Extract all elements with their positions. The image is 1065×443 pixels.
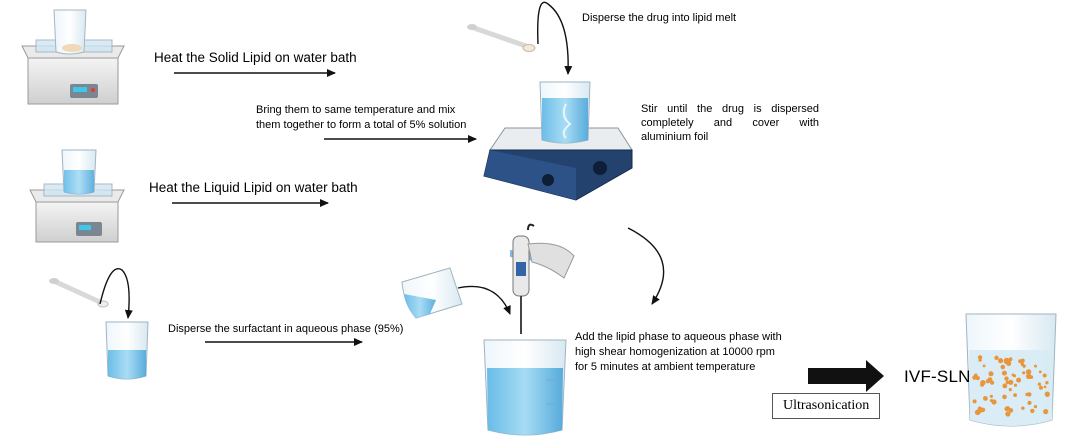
arrow-to-homogenization [627, 227, 665, 305]
lipid-particle [989, 394, 994, 398]
lipid-particle [1033, 405, 1038, 409]
label-product: IVF-SLN [904, 367, 971, 386]
lipid-particle [980, 382, 985, 387]
lipid-particle [1039, 385, 1043, 390]
lipid-particle [1005, 411, 1011, 417]
arrow-pour [457, 285, 511, 315]
label-heat-liquid: Heat the Liquid Lipid on water bath [149, 180, 358, 195]
lipid-particle [1008, 388, 1012, 392]
lipid-particle [1002, 383, 1008, 389]
lipid-particle [972, 375, 977, 380]
label-mix-line1: Bring them to same temperature and mix [256, 104, 456, 116]
lipid-particle [1003, 357, 1010, 364]
lipid-particle [1043, 409, 1049, 415]
label-mix-line2: them together to form a total of 5% solu… [256, 119, 467, 131]
lipid-particle [1042, 373, 1047, 378]
lipid-particle [1022, 371, 1026, 375]
label-disperse-surfactant: Disperse the surfactant in aqueous phase… [168, 323, 404, 335]
label-disperse-drug: Disperse the drug into lipid melt [582, 12, 737, 24]
lipid-particle [977, 355, 983, 360]
lipid-particle [975, 376, 980, 381]
lipid-particle [1022, 364, 1026, 368]
lipid-particle [1013, 393, 1017, 397]
lipid-particle [988, 371, 994, 377]
lipid-particle [994, 355, 999, 360]
lipid-particle [983, 396, 988, 401]
label-add-lipid-line1: Add the lipid phase to aqueous phase wit… [575, 331, 782, 343]
lipid-particle [1038, 370, 1042, 374]
lipid-particle [1030, 408, 1035, 414]
lipid-particle [972, 399, 977, 404]
beaker-icon [105, 321, 149, 380]
arrow-surfactant-into-beaker [99, 268, 133, 319]
lipid-particle [978, 358, 982, 362]
lipid-particle [1004, 376, 1009, 381]
arrow-ultrasonication [808, 360, 884, 392]
lipid-particle [1018, 359, 1023, 364]
label-heat-solid: Heat the Solid Lipid on water bath [154, 50, 357, 65]
lipid-particle [1011, 373, 1015, 377]
lipid-particle [1034, 364, 1037, 368]
lipid-particle [1000, 364, 1006, 370]
lipid-particle [980, 407, 986, 413]
lipid-particle [1016, 377, 1022, 383]
beaker-icon [483, 339, 567, 436]
beaker-icon [61, 149, 97, 195]
lipid-particle [998, 358, 1004, 364]
lipid-particle [1004, 406, 1010, 412]
lipid-particle [1001, 370, 1007, 376]
lipid-particle [1008, 379, 1014, 385]
lipid-particle [1005, 380, 1010, 385]
lipid-particle [982, 364, 986, 368]
lipid-particle [1008, 408, 1014, 413]
lipid-particles [972, 355, 1050, 417]
lipid-particle [1021, 406, 1025, 410]
lipid-particle [1013, 383, 1018, 387]
lipid-particle [1002, 394, 1007, 400]
ultrasonication-box: Ultrasonication [772, 393, 881, 419]
lipid-particle [991, 399, 997, 405]
lipid-particle [1026, 373, 1032, 379]
label-add-lipid-line3: for 5 minutes at ambient temperature [575, 361, 756, 373]
pouring-beaker-icon [401, 267, 463, 319]
lipid-particle [1043, 385, 1047, 389]
lipid-particle [987, 377, 993, 382]
beaker-icon [965, 313, 1057, 427]
lipid-particle [1037, 382, 1042, 386]
lipid-particle [1025, 392, 1029, 397]
lipid-particle [978, 409, 982, 414]
label-add-lipid-line2: high shear homogenization at 10000 rpm [575, 346, 775, 358]
lipid-particle [1025, 369, 1032, 375]
lipid-particle [1045, 381, 1049, 385]
lipid-particle [1045, 393, 1049, 398]
spatula-icon [467, 24, 536, 52]
homogenizer-icon [512, 223, 575, 334]
lipid-particle [1027, 400, 1032, 405]
arrow-drug-into-melt [537, 1, 573, 75]
label-stir-until: Stir until the drug is dispersed complet… [641, 103, 819, 143]
beaker-icon [53, 9, 87, 55]
spatula-icon [49, 278, 109, 308]
beaker-icon [539, 81, 591, 144]
magnetic-stirrer-icon [483, 127, 633, 261]
